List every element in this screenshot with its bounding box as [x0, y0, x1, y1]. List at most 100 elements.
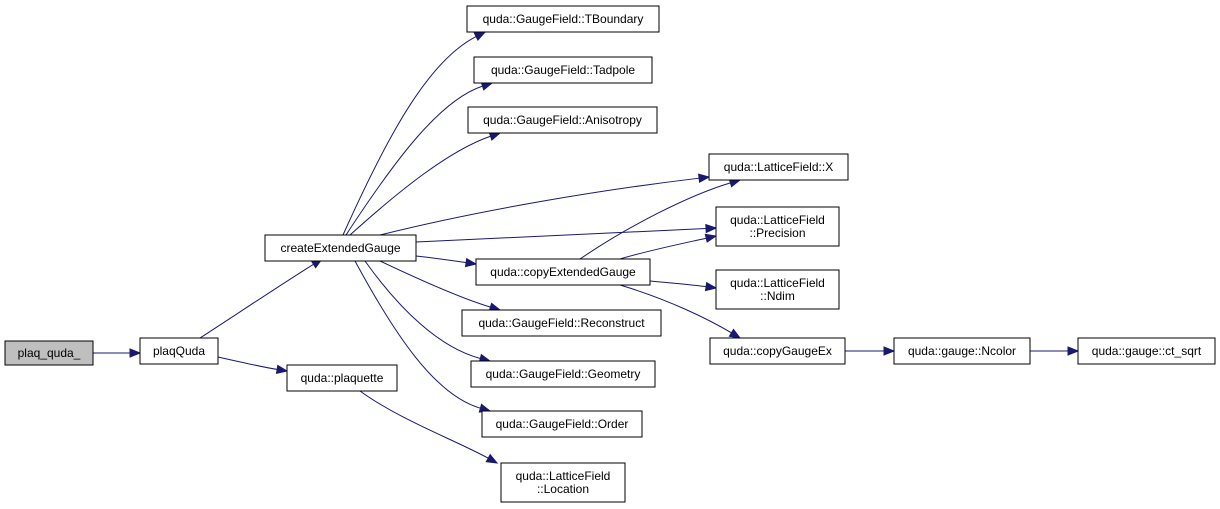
- node-label: quda::LatticeField: [516, 469, 611, 483]
- node-box[interactable]: [466, 5, 660, 33]
- node-ndim[interactable]: quda::LatticeField::Ndim: [715, 269, 840, 310]
- node-box[interactable]: [467, 106, 658, 134]
- edge-line: [364, 260, 481, 359]
- node-box[interactable]: [470, 360, 656, 388]
- node-precision[interactable]: quda::LatticeField::Precision: [715, 206, 840, 247]
- node-ct-sqrt[interactable]: quda::gauge::ct_sqrt: [1077, 337, 1216, 365]
- node-lx[interactable]: quda::LatticeField::X: [708, 153, 849, 181]
- edge-copyextendedgauge-to-precision: [619, 233, 718, 260]
- node-label: quda::GaugeField::Reconstruct: [478, 316, 645, 330]
- edge-line: [345, 85, 483, 236]
- node-label: ::Precision: [749, 226, 805, 240]
- node-label: quda::GaugeField::Geometry: [486, 367, 641, 381]
- edge-createextendedgauge-to-anisotropy: [349, 131, 502, 236]
- edge-line: [379, 177, 700, 236]
- node-label: quda::GaugeField::Order: [496, 417, 629, 431]
- node-tadpole[interactable]: quda::GaugeField::Tadpole: [473, 56, 653, 84]
- node-box[interactable]: [139, 337, 219, 365]
- node-reconstruct[interactable]: quda::GaugeField::Reconstruct: [461, 309, 662, 337]
- arrowhead-icon: [704, 281, 718, 292]
- node-anisotropy[interactable]: quda::GaugeField::Anisotropy: [467, 106, 658, 134]
- node-label: quda::GaugeField::TBoundary: [483, 12, 644, 26]
- edge-line: [619, 237, 707, 260]
- node-box[interactable]: [473, 56, 653, 84]
- edge-createextendedgauge-to-tadpole: [345, 81, 494, 236]
- node-label: quda::LatticeField: [730, 213, 825, 227]
- edge-plaq-quda-to-plaqquda: [93, 348, 142, 358]
- node-label: quda::GaugeField::Tadpole: [491, 63, 635, 77]
- node-label: quda::plaquette: [301, 371, 384, 385]
- node-layer: plaq_quda_ plaqQuda createExtendedGauge qud…: [4, 5, 1216, 503]
- arrowhead-icon: [488, 131, 502, 141]
- node-box[interactable]: [481, 410, 643, 438]
- arrowhead-icon: [464, 257, 478, 268]
- node-label: quda::LatticeField::X: [724, 160, 833, 174]
- edge-plaqquda-to-createextendedgauge: [199, 258, 324, 339]
- node-copyextendedgauge[interactable]: quda::copyExtendedGauge: [475, 258, 651, 286]
- node-box[interactable]: [264, 234, 417, 262]
- node-label: quda::GaugeField::Anisotropy: [483, 113, 642, 127]
- arrowhead-icon: [1067, 346, 1080, 356]
- node-box[interactable]: [461, 309, 662, 337]
- node-label: quda::copyExtendedGauge: [490, 265, 636, 279]
- arrowhead-icon: [473, 31, 487, 41]
- node-tboundary[interactable]: quda::GaugeField::TBoundary: [466, 5, 660, 33]
- edge-line: [359, 390, 489, 459]
- node-ncolor[interactable]: quda::gauge::Ncolor: [893, 337, 1031, 365]
- node-label: quda::gauge::Ncolor: [908, 344, 1016, 358]
- node-label: plaq_quda_: [18, 346, 81, 360]
- edge-createextendedgauge-to-copyextendedgauge: [415, 255, 478, 268]
- arrowhead-icon: [728, 328, 742, 339]
- edge-line: [649, 280, 707, 288]
- edge-createextendedgauge-to-lx: [379, 173, 711, 236]
- edge-createextendedgauge-to-precision: [415, 223, 718, 243]
- node-box[interactable]: [4, 340, 94, 366]
- arrowhead-icon: [698, 173, 711, 183]
- edge-line: [579, 182, 731, 260]
- edge-line: [349, 135, 491, 236]
- edge-copyextendedgauge-to-copygaugeex: [619, 284, 742, 339]
- node-label: ::Location: [537, 482, 589, 496]
- node-box[interactable]: [715, 206, 840, 247]
- edge-line: [619, 284, 732, 334]
- node-plaq-quda[interactable]: plaq_quda_: [4, 340, 94, 366]
- arrowhead-icon: [704, 233, 718, 243]
- arrowhead-icon: [883, 346, 896, 356]
- node-label: plaqQuda: [153, 344, 205, 358]
- node-box[interactable]: [475, 258, 651, 286]
- node-plaqquda[interactable]: plaqQuda: [139, 337, 219, 365]
- node-label: ::Ndim: [760, 289, 795, 303]
- edge-line: [342, 36, 477, 236]
- node-label: createExtendedGauge: [280, 241, 400, 255]
- edge-createextendedgauge-to-tboundary: [342, 31, 487, 236]
- node-createextendedgauge[interactable]: createExtendedGauge: [264, 234, 417, 262]
- edge-line: [354, 260, 481, 409]
- node-copygaugeex[interactable]: quda::copyGaugeEx: [709, 337, 846, 365]
- arrowhead-icon: [485, 453, 499, 464]
- arrowhead-icon: [129, 348, 142, 358]
- node-quda-plaquette[interactable]: quda::plaquette: [286, 364, 398, 392]
- node-box[interactable]: [708, 153, 849, 181]
- edge-line: [217, 356, 278, 370]
- node-box[interactable]: [893, 337, 1031, 365]
- node-order[interactable]: quda::GaugeField::Order: [481, 410, 643, 438]
- node-box[interactable]: [500, 462, 626, 503]
- node-label: quda::gauge::ct_sqrt: [1092, 344, 1202, 358]
- arrowhead-icon: [705, 223, 718, 234]
- node-label: quda::LatticeField: [730, 276, 825, 290]
- node-geometry[interactable]: quda::GaugeField::Geometry: [470, 360, 656, 388]
- edge-line: [415, 255, 467, 264]
- arrowhead-icon: [275, 364, 289, 375]
- node-box[interactable]: [715, 269, 840, 310]
- edge-line: [379, 260, 491, 308]
- edge-line: [415, 228, 707, 243]
- node-box[interactable]: [286, 364, 398, 392]
- edge-ncolor-to-ct-sqrt: [1030, 346, 1080, 356]
- node-label: quda::copyGaugeEx: [723, 344, 832, 358]
- node-box[interactable]: [709, 337, 846, 365]
- node-box[interactable]: [1077, 337, 1216, 365]
- node-location[interactable]: quda::LatticeField::Location: [500, 462, 626, 503]
- edge-copyextendedgauge-to-lx: [579, 178, 742, 260]
- edge-layer: [93, 31, 1080, 464]
